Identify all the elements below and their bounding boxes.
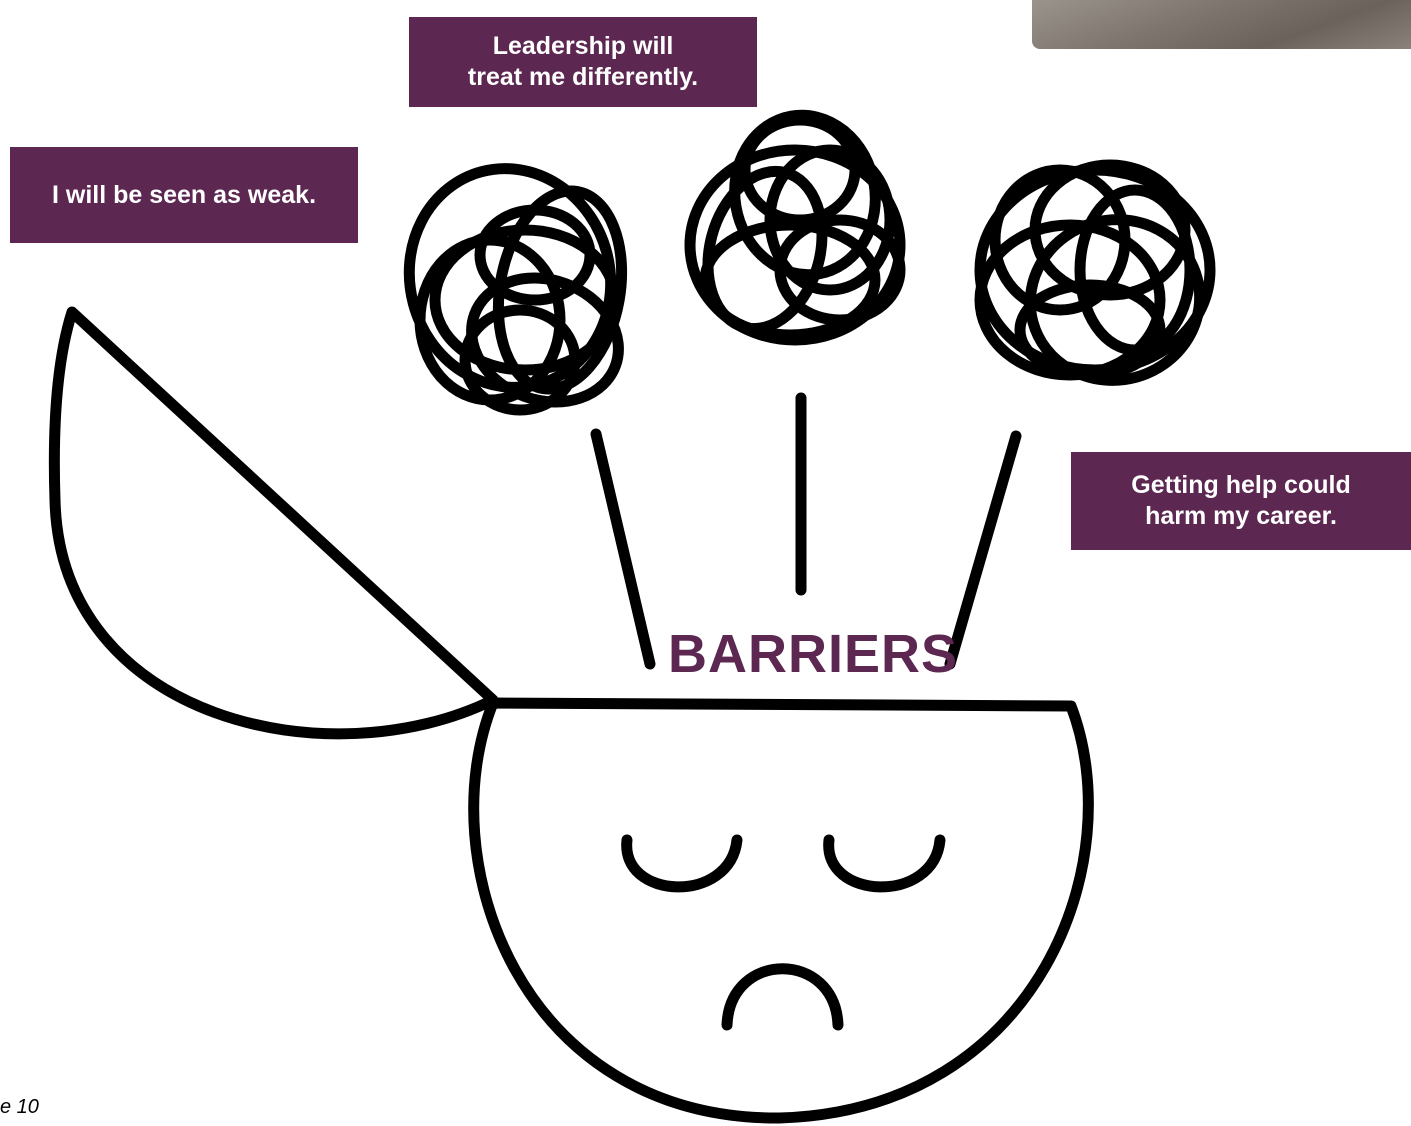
barriers-label: BARRIERS — [668, 614, 938, 694]
head-lid-icon — [54, 312, 493, 734]
callout-career: Getting help could harm my career. — [1071, 452, 1411, 550]
callout-career-line1: Getting help could — [1131, 470, 1350, 501]
callout-seen-as-weak-text: I will be seen as weak. — [52, 180, 316, 211]
tangled-thought-icon-center — [690, 104, 900, 341]
right-closed-eye-icon — [829, 840, 940, 887]
callout-career-line2: harm my career. — [1145, 501, 1337, 532]
callout-leadership-line1: Leadership will — [493, 31, 674, 62]
thought-line-right — [950, 436, 1016, 664]
tangled-thought-icon-left — [385, 146, 637, 422]
thought-line-left — [596, 434, 650, 664]
head-bowl-icon — [474, 703, 1089, 1118]
frown-icon — [727, 969, 838, 1025]
callout-seen-as-weak: I will be seen as weak. — [10, 147, 358, 243]
left-closed-eye-icon — [627, 840, 737, 887]
tangled-thought-icon-right — [980, 165, 1218, 399]
callout-leadership: Leadership will treat me differently. — [409, 17, 757, 107]
page-number: e 10 — [0, 1096, 39, 1119]
callout-leadership-line2: treat me differently. — [468, 62, 698, 93]
